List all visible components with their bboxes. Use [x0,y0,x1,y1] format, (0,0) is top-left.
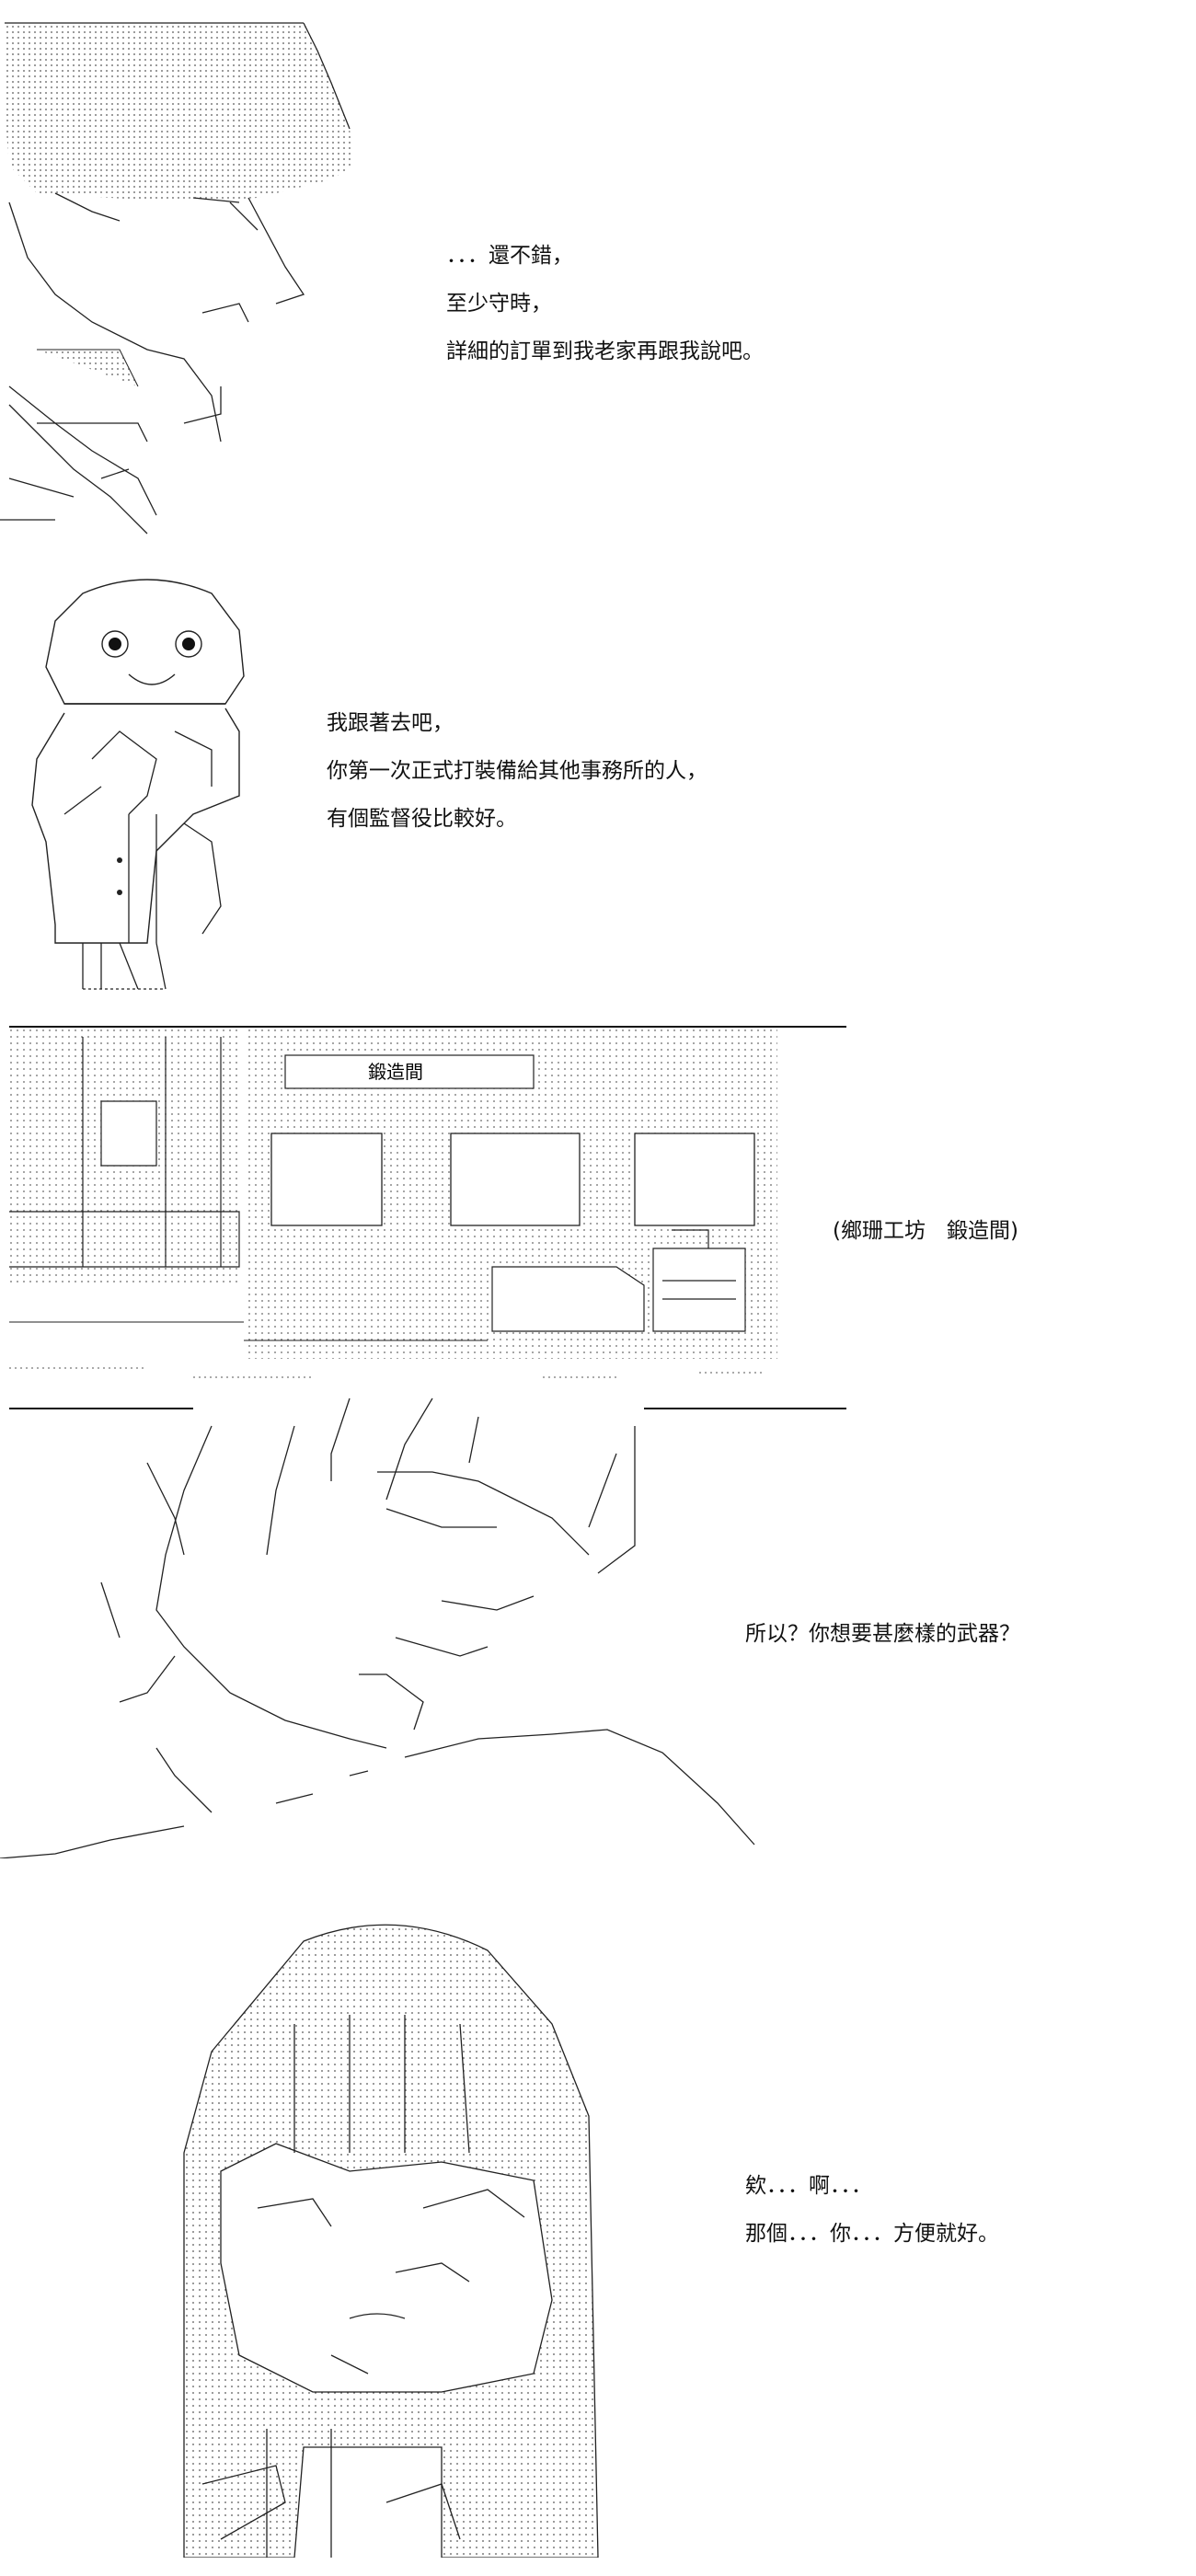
panel-3: 鍛造間 (鄉珊工坊 鍛造間) [0,1012,1196,1886]
dialog-box-3: 所以？你想要甚麼樣的武器？ [745,1610,1020,1658]
forge-sign [284,1054,535,1089]
panel-4: 欸．．．啊．．． 那個．．．你．．．方便就好。 [0,1886,1196,2576]
panel-1: ．．．還不錯， 至少守時， 詳細的訂單到我老家再跟我說吧。 [0,0,1196,552]
right-eye-icon [175,630,202,658]
forge-room-background: 鍛造間 [9,1028,777,1378]
left-eye-icon [101,630,129,658]
character-art-2 [28,575,267,998]
window-left [270,1133,383,1226]
forge-room-scene: 鍛造間 [9,1028,846,1405]
character-art-3 [0,1343,764,1858]
ascii-art-figure-1 [0,22,354,535]
frame-bottom-border-left [9,1408,193,1409]
dialog-box-4: 欸．．．啊．．． 那個．．．你．．．方便就好。 [745,2162,999,2258]
dialog-line: 欸．．．啊．．． [745,2174,872,2198]
panel-2: 我跟著去吧， 你第一次正式打裝備給其他事務所的人， 有個監督役比較好。 [0,552,1196,1012]
location-caption: (鄉珊工坊 鍛造間) [833,1219,1018,1243]
ascii-art-figure-4 [183,1924,599,2558]
character-art-1 [0,18,386,543]
dialog-line: 所以？你想要甚麼樣的武器？ [745,1622,1020,1646]
character-art-4 [166,1914,626,2558]
dialog-box-1: ．．．還不錯， 至少守時， 詳細的訂單到我老家再跟我說吧。 [446,232,764,375]
dialog-line: 有個監督役比較好。 [327,807,517,831]
dialog-line: 我跟著去吧， [327,711,454,735]
dialog-line: 你第一次正式打裝備給其他事務所的人， [327,759,707,783]
forge-sign-text: 鍛造間 [368,1061,423,1083]
dialog-line: 至少守時， [446,292,552,316]
ascii-art-figure-2 [31,579,245,990]
ascii-art-figure-3 [0,1397,755,1858]
dialog-box-2: 我跟著去吧， 你第一次正式打裝備給其他事務所的人， 有個監督役比較好。 [327,699,707,843]
window-middle [450,1133,581,1226]
dialog-line: 那個．．．你．．．方便就好。 [745,2222,999,2246]
frame-bottom-border-right [644,1408,846,1409]
dialog-line: ．．．還不錯， [446,244,573,268]
frame-top-border [9,1026,846,1028]
window-right [634,1133,755,1226]
dialog-line: 詳細的訂單到我老家再跟我說吧。 [446,339,764,363]
